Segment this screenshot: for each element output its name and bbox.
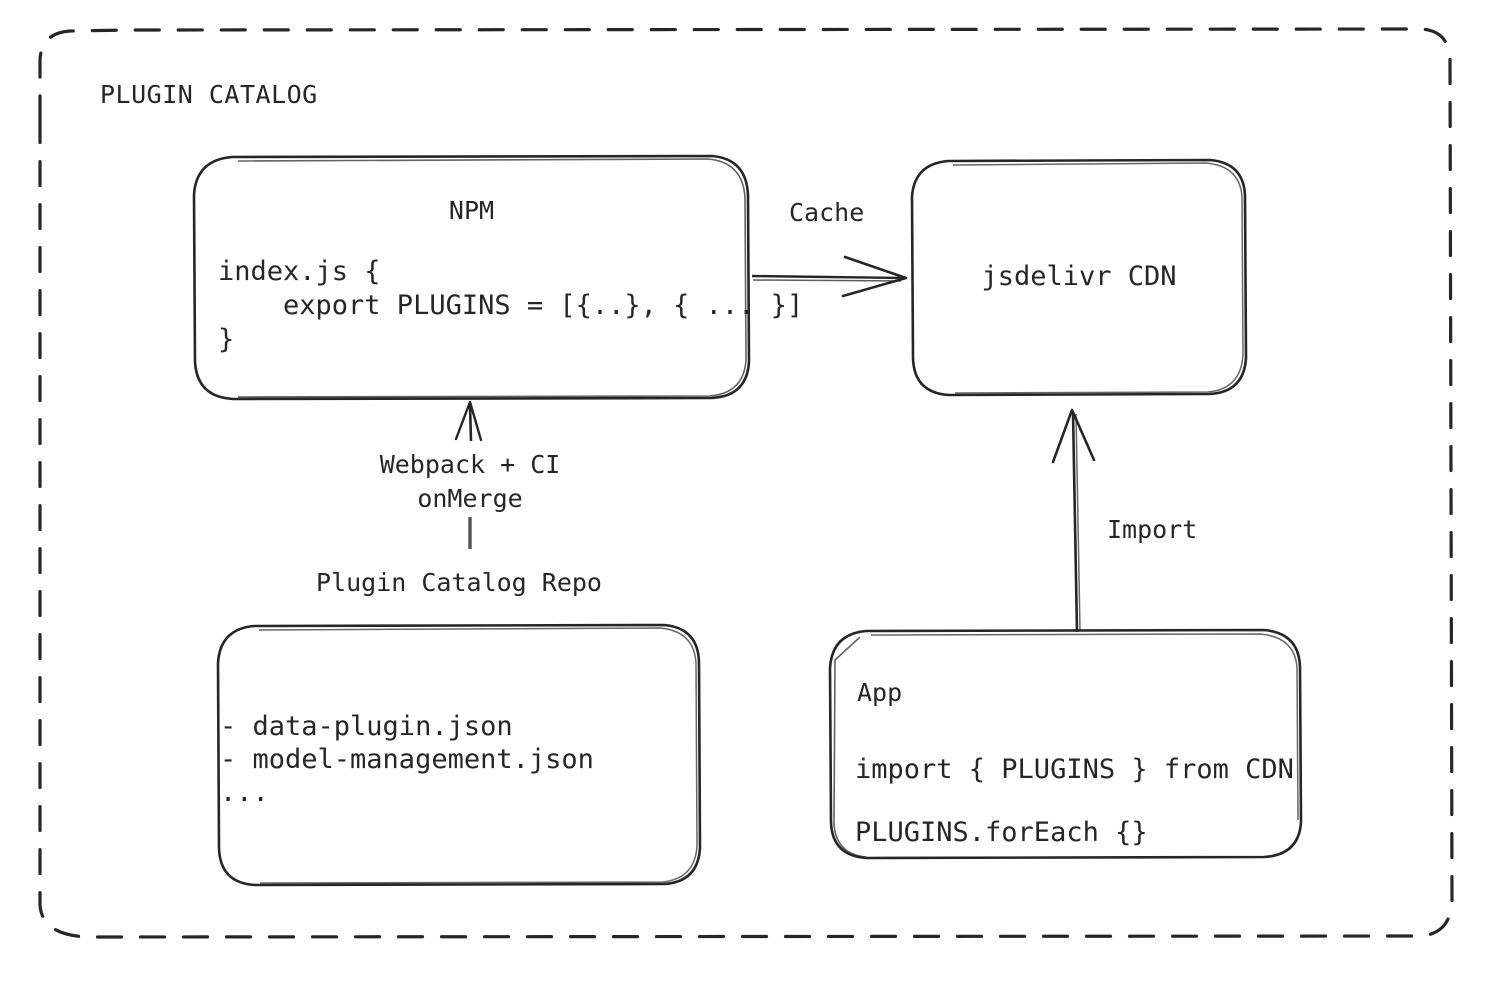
group-title: PLUGIN CATALOG	[100, 80, 318, 109]
npm-node-title: NPM	[448, 196, 495, 225]
repo-node-file-list: - data-plugin.json - model-management.js…	[220, 711, 594, 808]
app-node-title: App	[857, 678, 903, 707]
import-arrow	[1051, 408, 1096, 633]
app-node-code: import { PLUGINS } from CDN PLUGINS.forEa…	[855, 738, 1294, 864]
repo-node-caption: Plugin Catalog Repo	[316, 568, 602, 597]
cache-edge-label: Cache	[789, 198, 865, 227]
import-edge-label: Import	[1107, 515, 1198, 544]
app-code-line-1: import { PLUGINS } from CDN	[855, 754, 1294, 785]
app-code-line-2: PLUGINS.forEach {}	[855, 817, 1148, 848]
npm-node-code: index.js { export PLUGINS = [{..}, { ...…	[218, 256, 804, 355]
webpack-edge-label: Webpack + CI onMerge	[379, 450, 561, 513]
cdn-node-title: jsdelivr CDN	[981, 261, 1177, 292]
